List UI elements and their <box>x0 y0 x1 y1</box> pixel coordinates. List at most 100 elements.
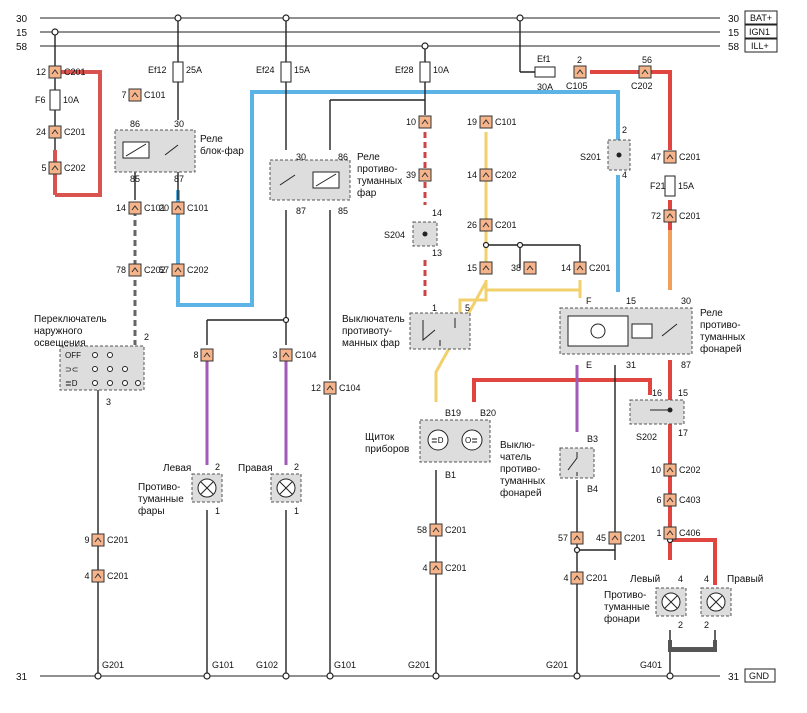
connector-pin: 56 <box>642 55 652 65</box>
front-fog-lamps-label-1: Противо- <box>138 482 180 493</box>
fuse-f21-rating: 15A <box>678 181 694 191</box>
connector-17: 38 <box>511 261 537 275</box>
connector-name: C201 <box>589 263 611 273</box>
rear-fog-switch-pin-b4: B4 <box>587 484 598 494</box>
connector-name: C201 <box>586 573 608 583</box>
front-fog-lamps-label-3: фары <box>138 505 165 517</box>
front-fog-right-label: Правая <box>238 463 273 474</box>
connector-name: C202 <box>144 265 166 275</box>
connector-pin: 12 <box>311 383 321 393</box>
connector-pin: 7 <box>122 90 127 100</box>
connector-pin: 8 <box>194 350 199 360</box>
relay-front-fog-pin-30: 30 <box>296 152 306 162</box>
rear-fog-indicator-icon: O≣ <box>465 436 478 445</box>
connector-pin: 4 <box>85 571 90 581</box>
connector-pin: 10 <box>406 117 416 127</box>
pin-ffl-2: 2 <box>215 462 220 472</box>
relay-rear-fog-label-4: фонарей <box>700 343 742 355</box>
pin-s202-16: 16 <box>652 388 662 398</box>
front-fog-switch-label-3: манных фар <box>342 337 400 349</box>
connector-name: C201 <box>107 535 129 545</box>
relay-front-fog: 30 86 87 85 Реле противо- туманных фар <box>269 152 402 216</box>
connector-11: 10 <box>406 115 432 129</box>
light-switch-park-icon: ⊃⊂ <box>65 365 78 374</box>
connector-pin: 3 <box>273 350 278 360</box>
relay-front-fog-pin-87: 87 <box>296 206 306 216</box>
light-switch-head-icon: ≣D <box>65 379 78 388</box>
connector-pin: 19 <box>467 117 477 127</box>
pin-rfl-2: 2 <box>678 620 683 630</box>
wire-red-cluster <box>472 378 652 402</box>
fuse-ef1-rating: 30A <box>537 82 553 92</box>
relay-headlamp-label-2: блок-фар <box>200 145 244 157</box>
fuse-ef28-name: Ef28 <box>395 65 414 75</box>
ground-label-4: G101 <box>334 660 356 670</box>
rail-ill-num-right: 58 <box>728 42 740 53</box>
connector-name: C201 <box>445 525 467 535</box>
front-fog-indicator-icon: ≣D <box>431 436 444 445</box>
fuse-f6: F6 10A <box>35 89 79 111</box>
rail-gnd-num-left: 31 <box>16 672 28 683</box>
rail-gnd: 31 31 GND <box>16 668 776 683</box>
fuse-f21-name: F21 <box>650 181 666 191</box>
connector-name: C201 <box>679 211 701 221</box>
connector-name: C201 <box>624 533 646 543</box>
fuse-f6-name: F6 <box>35 95 46 105</box>
fuse-ef28: Ef28 10A <box>395 61 449 83</box>
connector-name: C406 <box>679 528 701 538</box>
connector-name: C202 <box>187 265 209 275</box>
rear-fog-switch-label-1: Выклю- <box>500 440 535 451</box>
connector-name: C201 <box>495 220 517 230</box>
splice-s204-label: S204 <box>384 230 405 240</box>
pin-ffr-1: 1 <box>294 506 299 516</box>
connector-name: C201 <box>64 127 86 137</box>
rear-fog-lamps-label-2: туманные <box>604 602 650 613</box>
relay-headlamp-pin-87: 87 <box>174 174 184 184</box>
connector-name: C104 <box>295 350 317 360</box>
rear-fog-right-label: Правый <box>727 574 763 585</box>
rear-fog-lamps-label-1: Противо- <box>604 590 646 601</box>
splice-s204: S204 <box>384 221 438 247</box>
rail-ign-tag: IGN1 <box>749 27 770 37</box>
connector-pin: 72 <box>651 211 661 221</box>
relay-headlamp-label-1: Реле <box>200 134 223 145</box>
ground-label-7: G401 <box>640 660 662 670</box>
front-fog-lamp-left <box>191 473 223 503</box>
relay-front-fog-pin-86: 86 <box>338 152 348 162</box>
splice-s202: S202 <box>629 399 685 442</box>
relay-rear-fog-pin-F: F <box>586 296 592 306</box>
relay-front-fog-label-4: фар <box>357 187 377 199</box>
pin-s201-4: 4 <box>622 170 627 180</box>
rail-ign-num-left: 15 <box>16 28 28 39</box>
connector-name: C202 <box>679 465 701 475</box>
rear-fog-lamps-label-3: фонари <box>604 613 640 625</box>
connector-pin: 5 <box>42 163 47 173</box>
front-fog-switch-pin-5: 5 <box>465 303 470 313</box>
relay-front-fog-pin-85: 85 <box>338 206 348 216</box>
cluster-pin-b19: B19 <box>445 408 461 418</box>
rail-ill-tag: ILL+ <box>751 41 769 51</box>
connector-pin: 14 <box>561 263 571 273</box>
connector-30: 57 <box>558 531 584 545</box>
connector-pin: 1 <box>657 528 662 538</box>
rear-fog-lamp-left <box>655 587 687 617</box>
pin-rfr-2: 2 <box>704 620 709 630</box>
light-switch-label-1: Переключатель <box>34 314 107 325</box>
rear-fog-switch-label-5: фонарей <box>500 487 542 499</box>
connector-name: C403 <box>679 495 701 505</box>
